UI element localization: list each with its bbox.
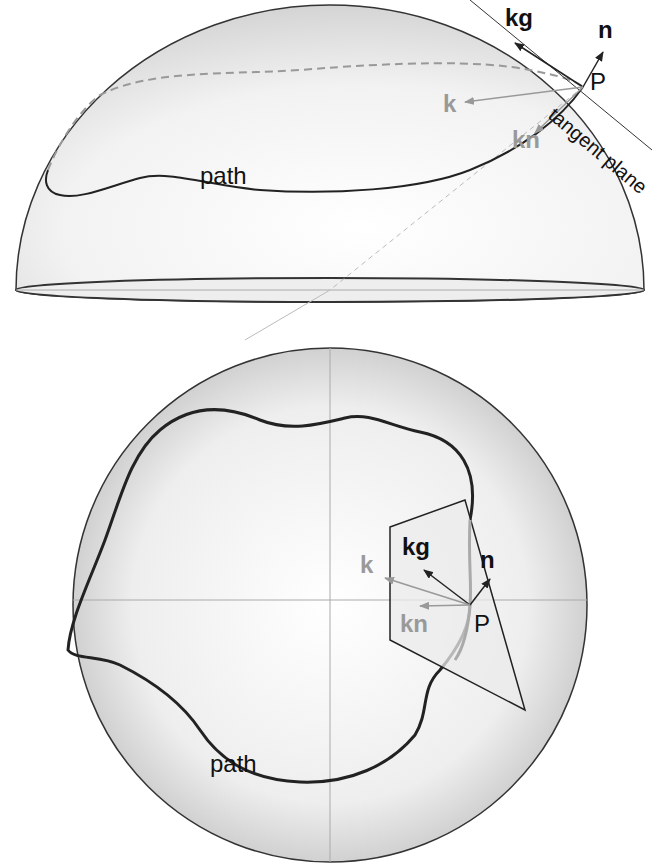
vector-label: kn bbox=[512, 128, 540, 152]
n-vector bbox=[470, 579, 490, 605]
path-hidden bbox=[48, 63, 583, 170]
path-label: path bbox=[210, 752, 257, 776]
vector-label: kg bbox=[505, 6, 533, 30]
point-label: P bbox=[590, 70, 606, 94]
kn-vector bbox=[420, 605, 470, 606]
axis-line bbox=[330, 348, 331, 862]
path-curve bbox=[46, 87, 583, 196]
kg-vector bbox=[424, 570, 470, 605]
hemisphere bbox=[16, 5, 644, 302]
vector-label: k bbox=[360, 553, 373, 577]
vector-label: n bbox=[598, 18, 613, 42]
vector-label: n bbox=[480, 548, 495, 572]
k-vector bbox=[465, 87, 583, 102]
path-segment bbox=[455, 520, 471, 660]
tangent-plane bbox=[390, 500, 525, 710]
path-label: path bbox=[200, 164, 247, 188]
k-vector bbox=[385, 578, 470, 605]
vector-label: kg bbox=[402, 535, 430, 559]
sphere bbox=[73, 348, 587, 862]
radius-line bbox=[245, 290, 330, 340]
vector-label: k bbox=[443, 92, 456, 116]
vector-label: kn bbox=[400, 612, 428, 636]
kg-vector bbox=[515, 43, 583, 87]
point-label: P bbox=[474, 612, 490, 636]
